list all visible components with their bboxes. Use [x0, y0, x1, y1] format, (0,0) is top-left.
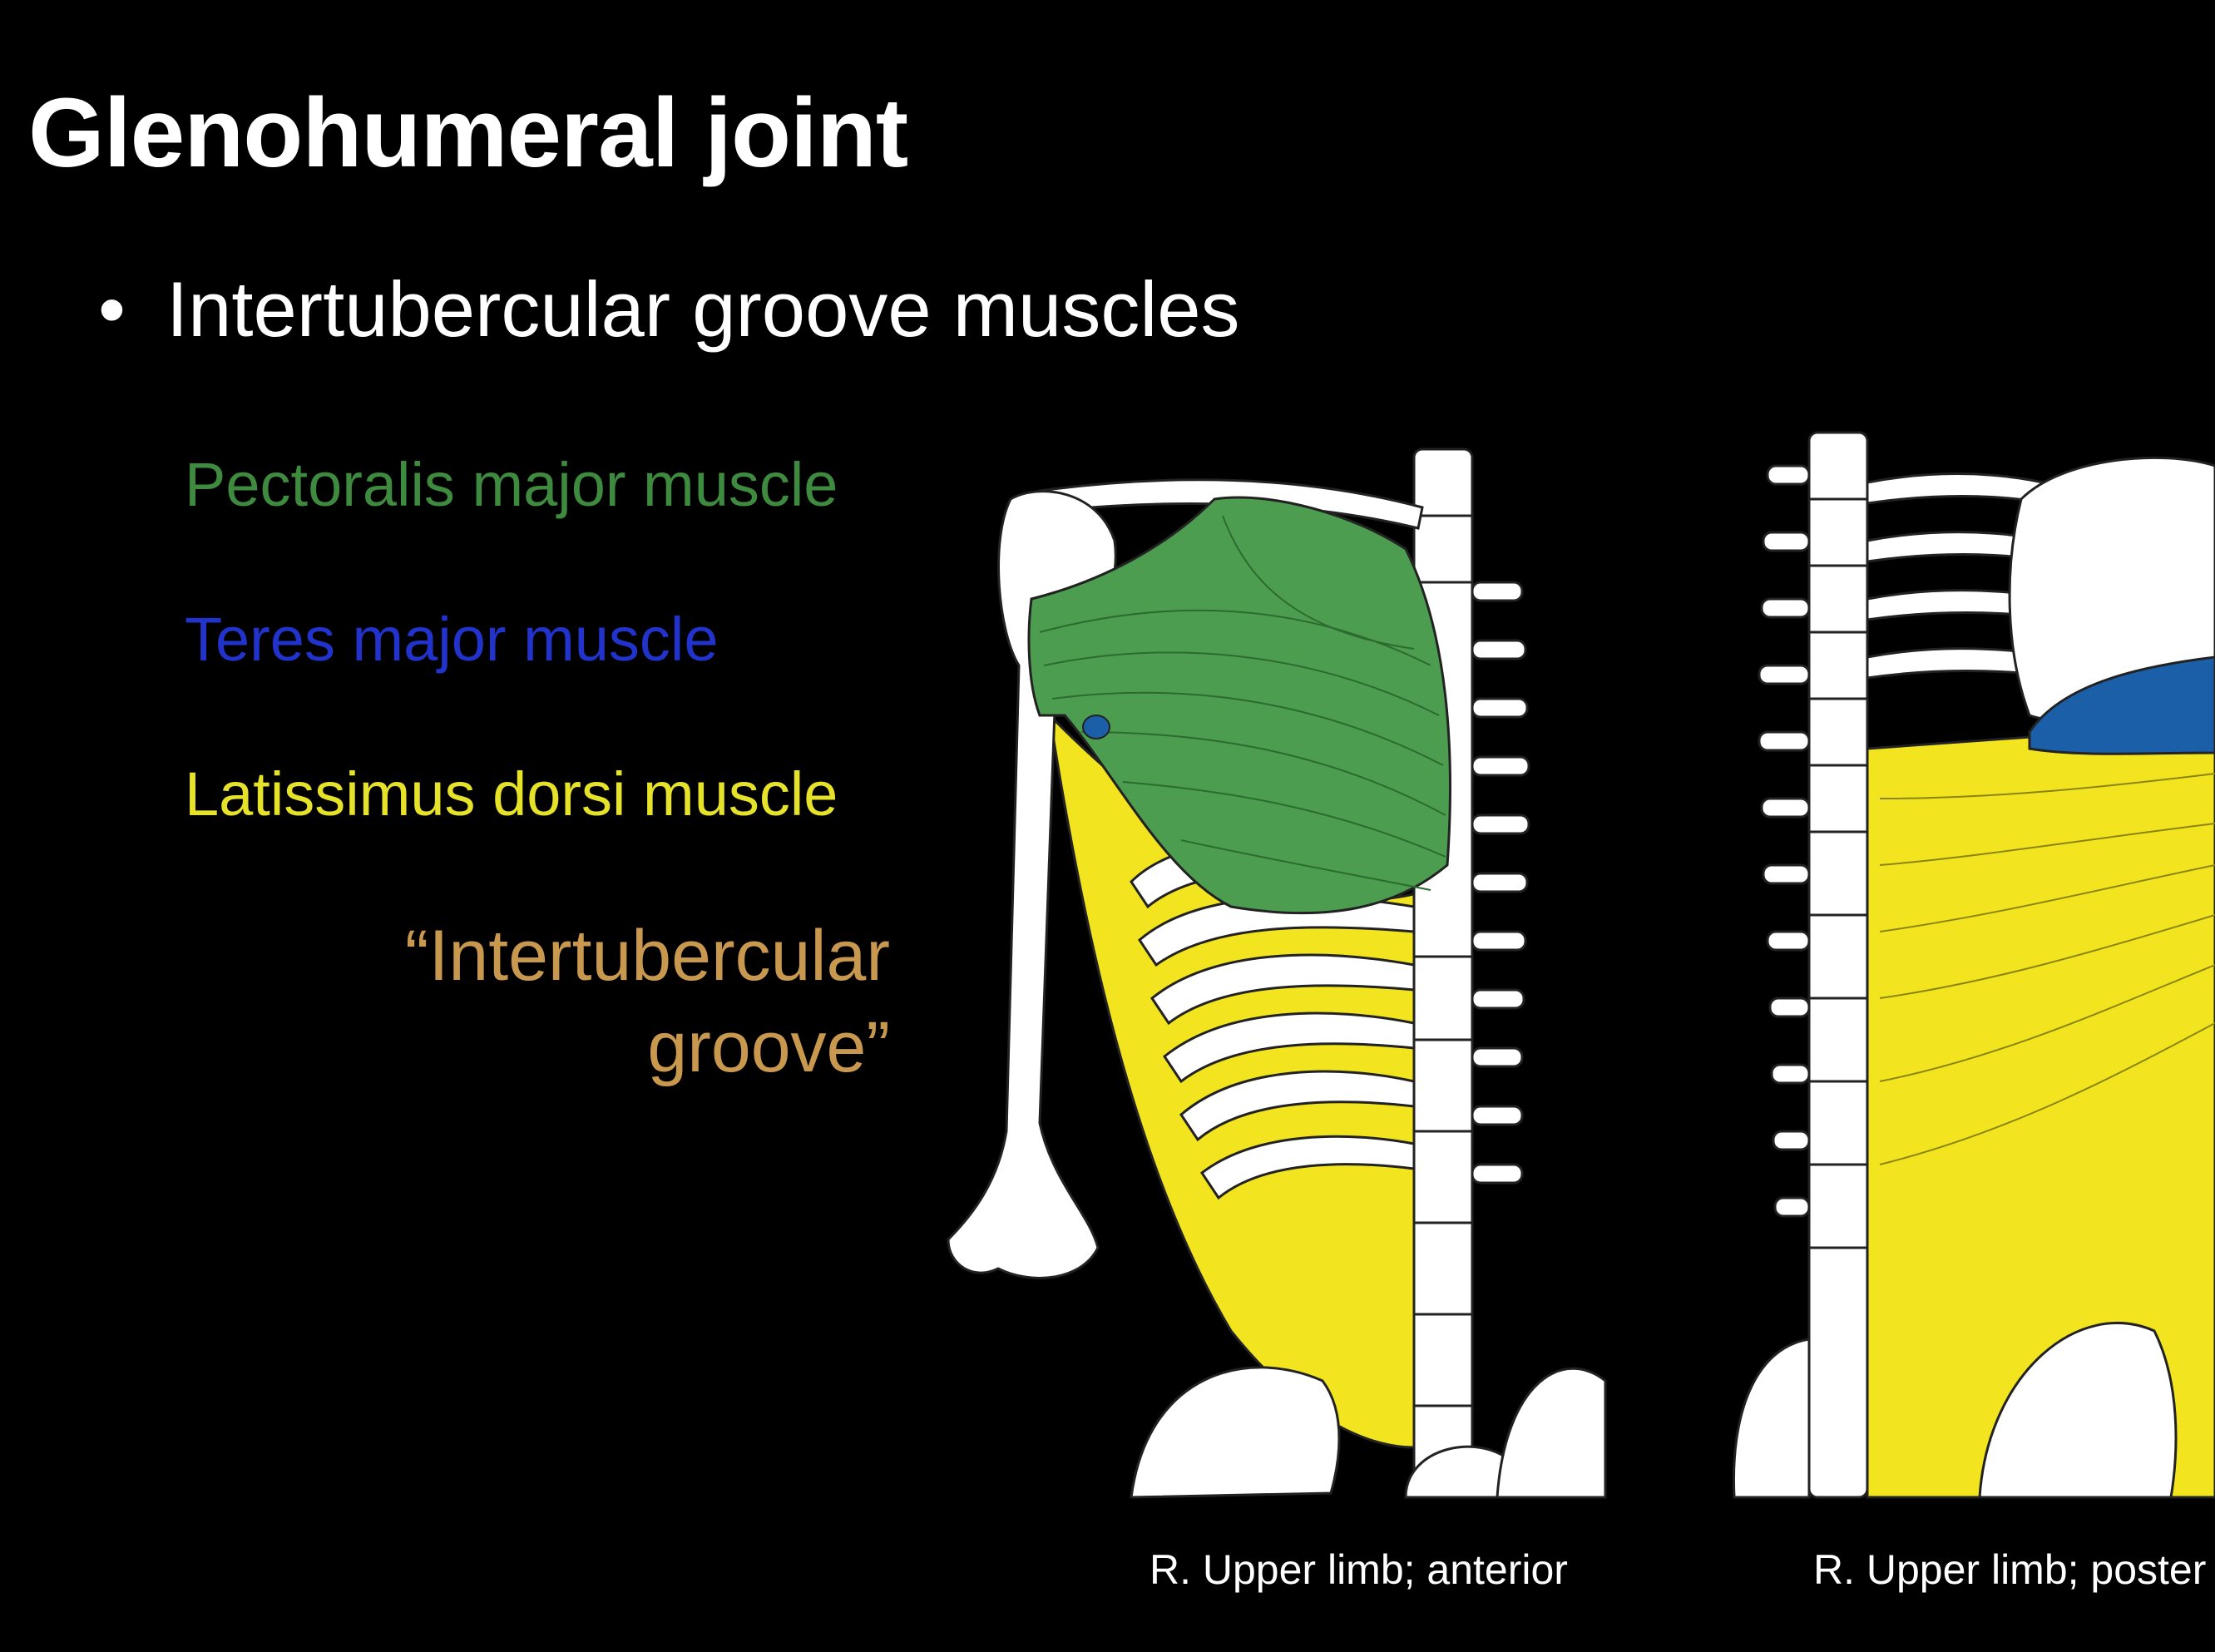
anterior-pectoralis-fibers: [1039, 515, 1446, 891]
anterior-iliac-right: [1496, 1367, 1607, 1499]
anterior-view-illustration: [947, 448, 1607, 1499]
label-intertubercular-groove: “Intertubercular groove”: [316, 910, 890, 1093]
groove-line-2: groove”: [647, 1007, 890, 1087]
anterior-teres-major: [1082, 715, 1110, 739]
posterior-spine: [1807, 431, 1869, 1499]
label-pectoralis-major: Pectoralis major muscle: [185, 450, 838, 519]
anterior-pelvis: [1130, 1366, 1341, 1499]
posterior-rib-stubs: [1758, 464, 1811, 1218]
slide-title: Glenohumeral joint: [28, 78, 908, 188]
groove-line-1: “Intertubercular: [404, 916, 890, 996]
label-latissimus-dorsi: Latissimus dorsi muscle: [185, 759, 838, 828]
anterior-rib-stubs: [1471, 581, 1530, 1185]
anterior-humerus: [947, 490, 1117, 1279]
posterior-teres-major: [2028, 655, 2215, 755]
label-teres-major: Teres major muscle: [185, 605, 719, 674]
anterior-pectoralis-major: [1027, 496, 1451, 915]
posterior-pelvis-right: [1978, 1322, 2178, 1499]
posterior-latissimus-fibers: [1879, 773, 2215, 1165]
bullet-marker: •: [98, 265, 126, 353]
posterior-pelvis-left: [1732, 1338, 1811, 1499]
bullet-text: Intertubercular groove muscles: [166, 265, 1240, 353]
posterior-view-illustration: [1732, 431, 2215, 1499]
caption-anterior: R. Upper limb; anterior: [1150, 1546, 1568, 1593]
caption-posterior: R. Upper limb; poster: [1813, 1546, 2207, 1593]
